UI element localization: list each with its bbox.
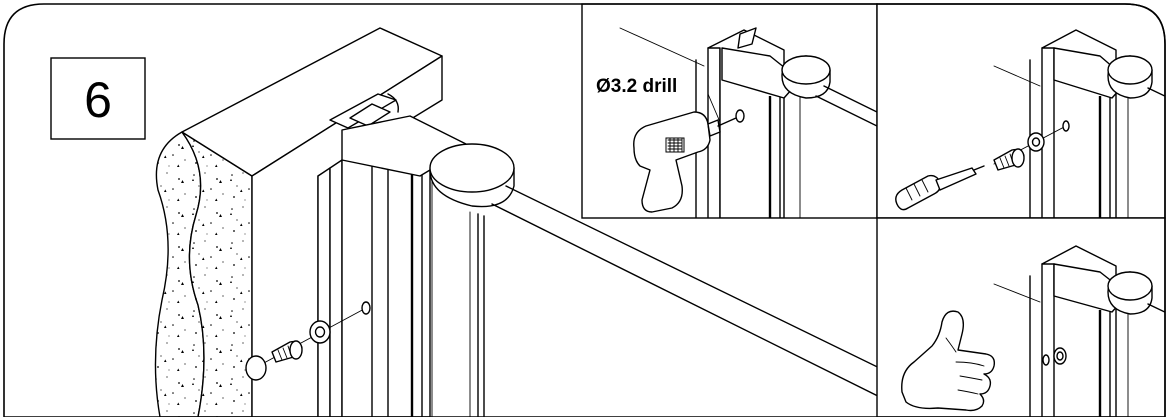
thumbs-up-icon xyxy=(901,310,996,412)
drill-hole-detail: Ø3.2 drill xyxy=(581,3,878,219)
completed-detail xyxy=(876,217,1166,417)
main-installed-view: 6 xyxy=(50,27,981,417)
screw-insert-detail xyxy=(876,3,1166,219)
wall-stone-face xyxy=(181,131,253,417)
wall-plug-icon xyxy=(245,355,267,381)
screwdriver-icon xyxy=(895,165,985,211)
drill-icon xyxy=(633,109,745,213)
drilled-hole-icon xyxy=(361,301,371,315)
drill-callout-leader xyxy=(707,93,721,123)
screw-assembly xyxy=(245,301,371,381)
step-number-box xyxy=(50,57,146,140)
step-number: 6 xyxy=(84,72,112,128)
outer-frame xyxy=(3,3,1166,417)
drill-size-label: Ø3.2 drill xyxy=(596,76,677,97)
drilled-hole-icon xyxy=(1062,120,1070,132)
glass-panel xyxy=(469,211,485,417)
stabiliser-end-cap xyxy=(429,143,515,208)
